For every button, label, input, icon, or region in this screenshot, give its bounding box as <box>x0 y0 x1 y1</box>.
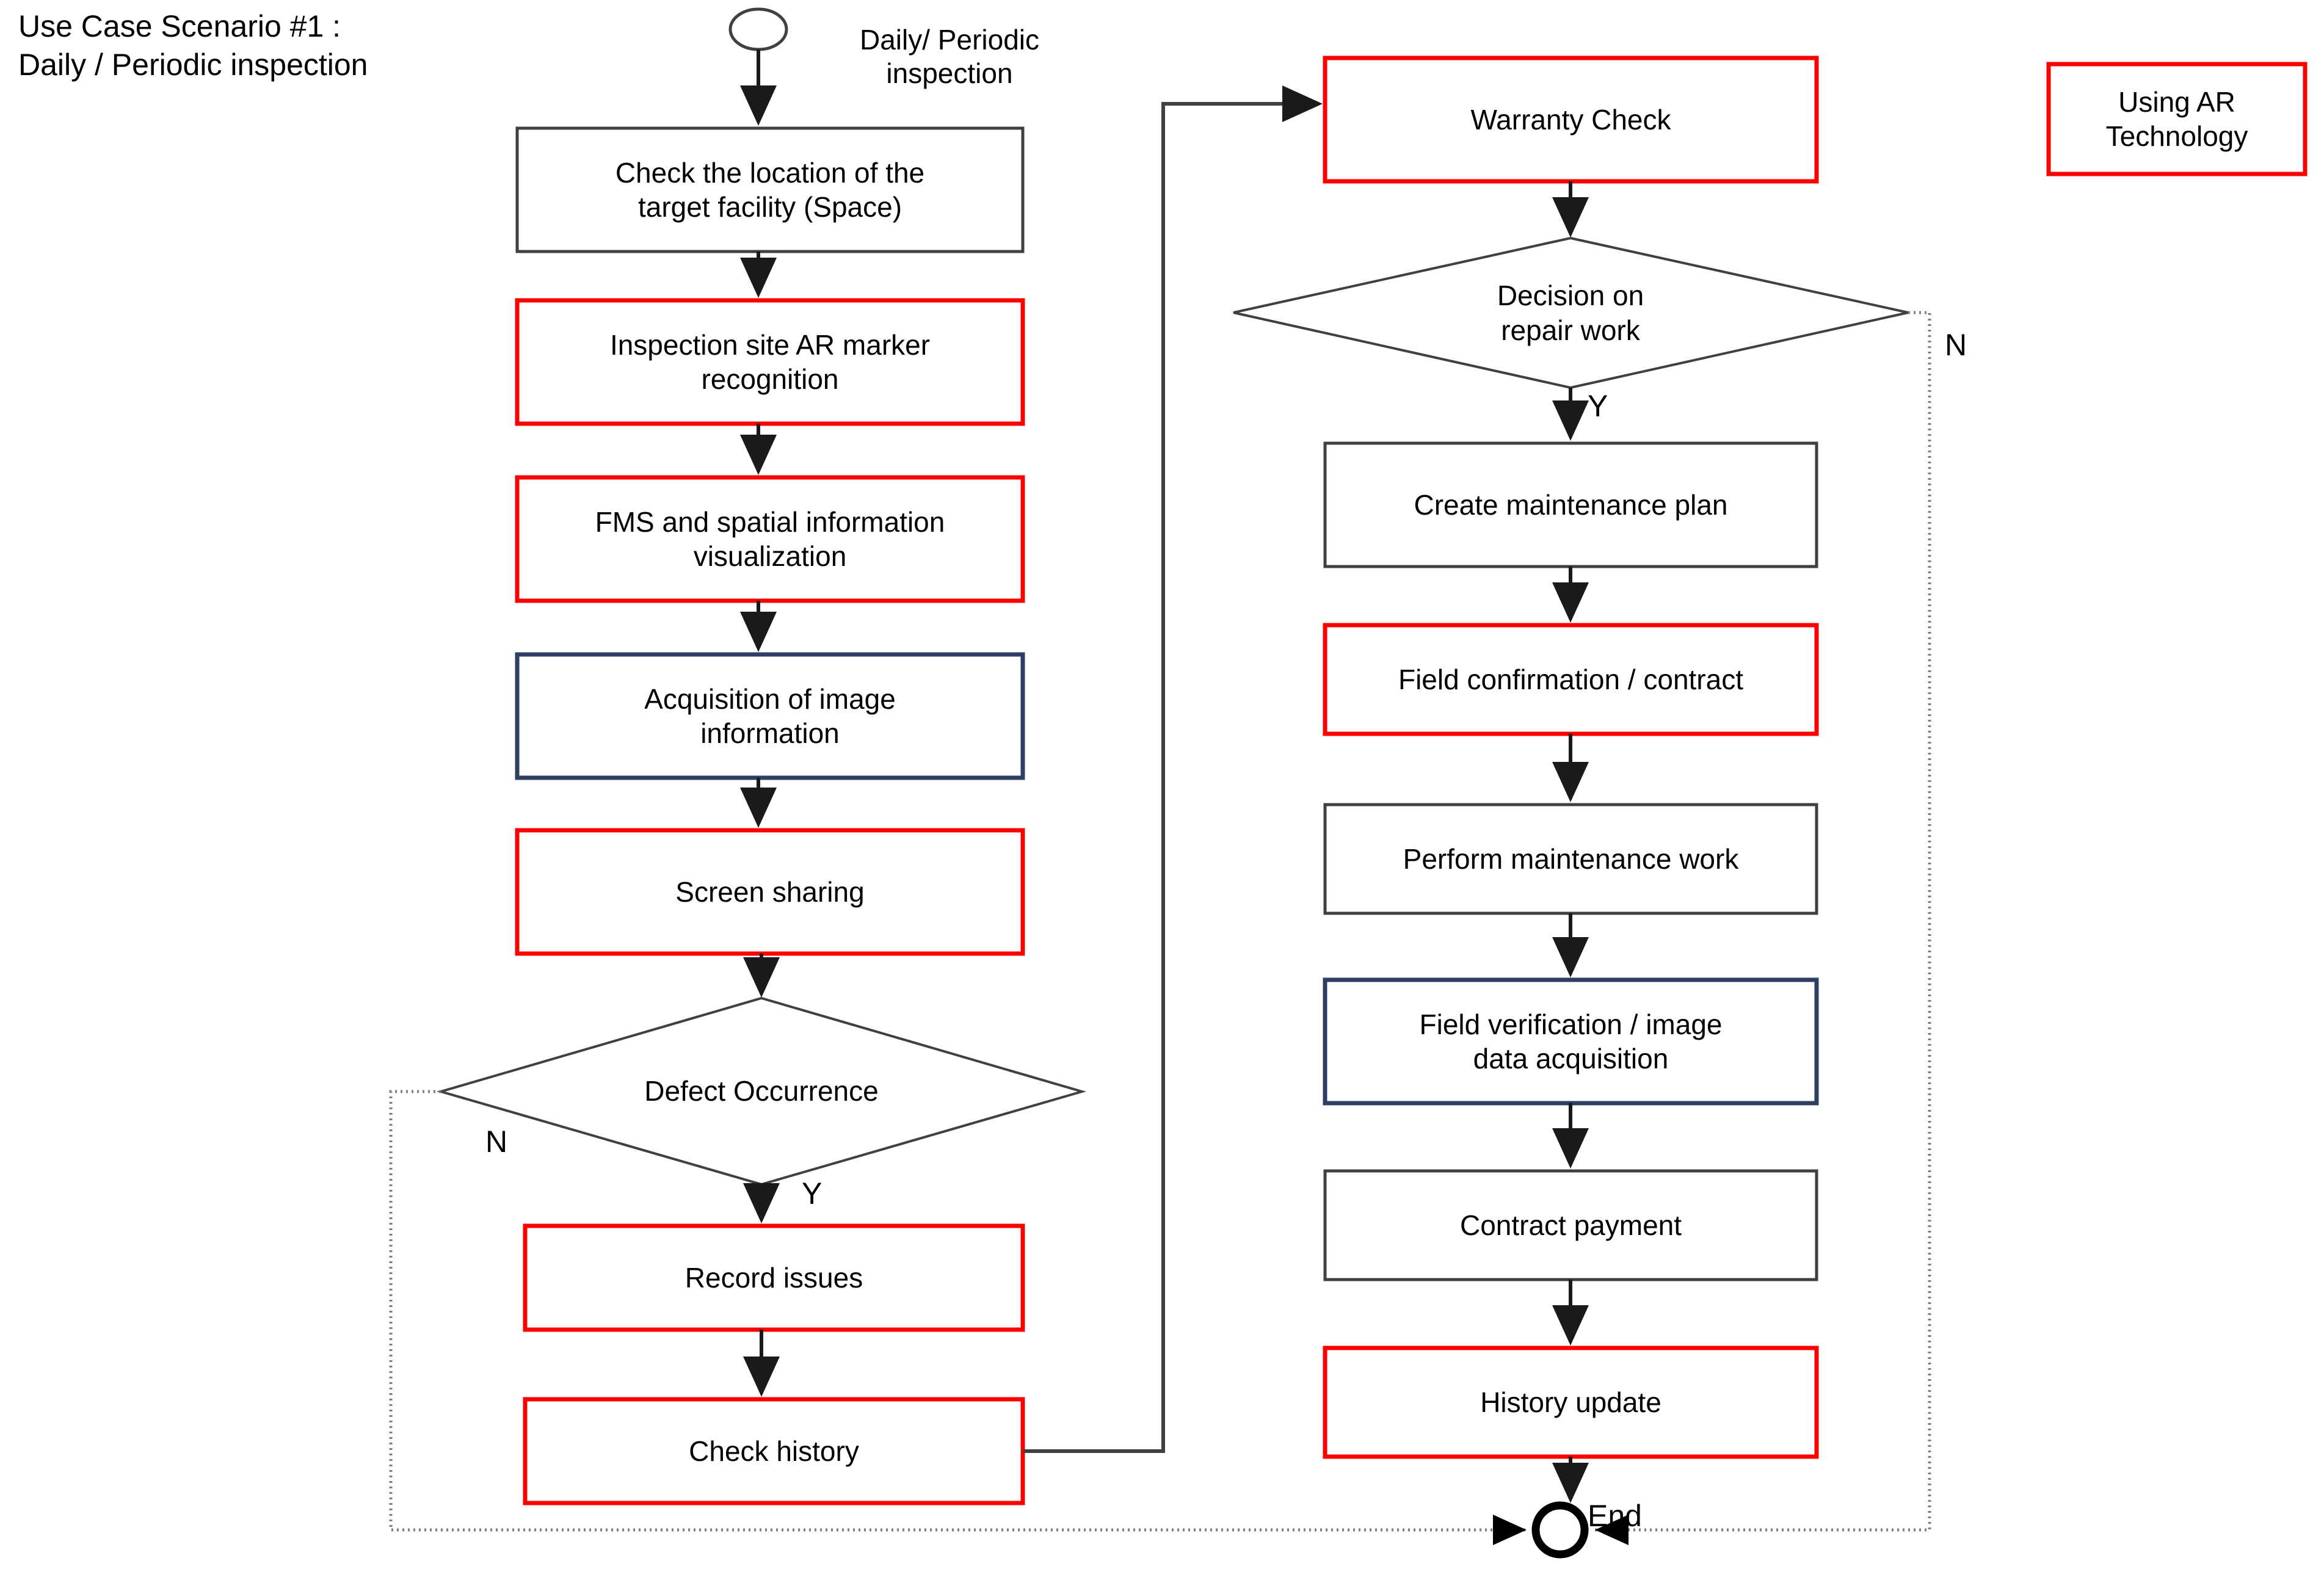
decision-defect-occurrence <box>436 996 1087 1186</box>
node-contract-payment <box>1323 1169 1818 1281</box>
start-node-label: Daily/ Periodic inspection <box>860 24 1039 90</box>
edge-label-repair-yes: Y <box>1588 389 1608 423</box>
edge-d1-no-to-end <box>389 1090 1527 1545</box>
decision-repair-work <box>1233 236 1909 389</box>
legend-using-ar-technology <box>2046 62 2308 176</box>
node-check-history <box>523 1397 1025 1505</box>
node-ar-marker-recognition <box>515 298 1025 426</box>
node-screen-sharing <box>515 828 1025 956</box>
node-check-location <box>515 126 1025 253</box>
edge-label-defect-no: N <box>485 1125 508 1159</box>
end-node-label: End <box>1588 1499 1642 1533</box>
page-title: Use Case Scenario #1 : Daily / Periodic … <box>18 9 368 82</box>
node-image-acquisition <box>515 652 1025 780</box>
node-create-maintenance-plan <box>1323 441 1818 568</box>
edge-label-defect-yes: Y <box>802 1176 822 1211</box>
node-record-issues <box>523 1223 1025 1332</box>
node-field-confirmation-contract <box>1323 623 1819 736</box>
node-warranty-check <box>1323 56 1819 184</box>
edge-label-repair-no: N <box>1945 328 1967 362</box>
edge-n7-to-warranty-check <box>1023 85 1323 1453</box>
start-node <box>728 7 788 51</box>
node-field-verification <box>1323 977 1819 1106</box>
node-history-update <box>1323 1346 1819 1459</box>
node-perform-maintenance-work <box>1323 803 1818 915</box>
node-fms-visualization <box>515 475 1025 603</box>
end-node <box>1531 1501 1589 1559</box>
